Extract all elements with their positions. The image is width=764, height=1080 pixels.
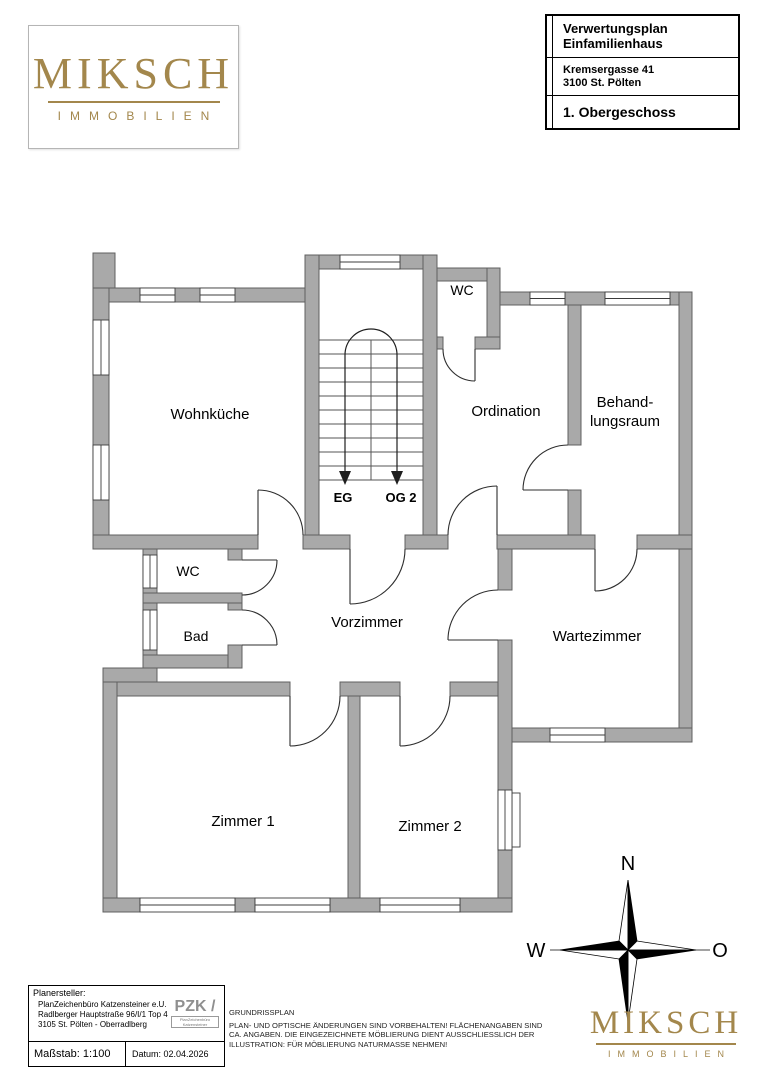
address-line1: Kremsergasse 41 (563, 64, 655, 76)
room-labels: Wohnküche WC Ordination Behand- lungsrau… (171, 282, 661, 835)
planersteller-company: PlanZeichenbüro Katzensteiner e.U. (38, 1000, 167, 1009)
pzk-logo-caption: PlanZeichenbüro Katzensteiner (171, 1016, 219, 1028)
datum-value: Datum: 02.04.2026 (125, 1042, 224, 1066)
brand-divider (47, 100, 220, 103)
disclaimer-line1: PLAN- UND OPTISCHE ÄNDERUNGEN SIND VORBE… (229, 1020, 543, 1030)
plan-type-line1: Verwertungsplan (563, 21, 668, 36)
compass-east-label: O (712, 940, 728, 962)
address-line2: 3100 St. Pölten (563, 77, 642, 89)
disclaimer-line2: CA. ANGABEN. DIE EINGEZEICHNETE MÖBLIERU… (229, 1030, 535, 1040)
windows (92, 254, 671, 913)
room-label-behandlungsraum-2: lungsraum (590, 413, 660, 430)
brand-subtitle: IMMOBILIEN (607, 1049, 731, 1059)
planersteller-address1: Radlberger Hauptstraße 96/I/1 Top 4 (38, 1010, 168, 1019)
room-label-vorzimmer: Vorzimmer (331, 614, 403, 631)
room-label-zimmer2: Zimmer 2 (398, 818, 461, 835)
title-block-inner-line (552, 16, 553, 128)
room-label-behandlungsraum-1: Behand- (597, 394, 654, 411)
doors (241, 348, 638, 747)
stairs: EG OG 2 (319, 328, 423, 505)
brand-subtitle: IMMOBILIEN (57, 108, 219, 123)
room-label-wohnkueche: Wohnküche (171, 406, 250, 423)
stair-arrow-up-icon (391, 471, 403, 485)
disclaimer-line3: ILLUSTRATION: FÜR MÖBLIERUNG NATURMASSE … (229, 1039, 448, 1049)
brand-logo-bottom: MIKSCH IMMOBILIEN (588, 1006, 744, 1059)
stair-label-og2: OG 2 (385, 490, 416, 505)
brand-logo-box: MIKSCH IMMOBILIEN (28, 25, 239, 149)
walls (92, 252, 693, 913)
compass-west-label: W (527, 940, 546, 962)
room-label-ordination: Ordination (471, 403, 540, 420)
room-label-zimmer1: Zimmer 1 (211, 813, 274, 830)
disclaimer: GRUNDRISSPLAN PLAN- UND OPTISCHE ÄNDERUN… (229, 1008, 569, 1049)
room-label-wc-mid: WC (176, 563, 199, 579)
planersteller-label: Planersteller: (33, 988, 86, 998)
floor-plan: EG OG 2 Wohnküche WC Ordination Behand- … (92, 252, 693, 913)
stair-arrow-down-icon (339, 471, 351, 485)
disclaimer-title: GRUNDRISSPLAN (229, 1008, 295, 1017)
plan-address: Kremsergasse 41 3100 St. Pölten (547, 58, 738, 96)
planersteller-address2: 3105 St. Pölten - Oberradlberg (38, 1020, 147, 1029)
compass-star-icon (559, 879, 697, 1023)
planersteller-block: Planersteller: PlanZeichenbüro Katzenste… (28, 985, 225, 1067)
title-block: Verwertungsplan Einfamilienhaus Kremserg… (545, 14, 740, 130)
stair-label-eg: EG (334, 490, 353, 505)
room-label-wc-top: WC (450, 282, 473, 298)
planersteller-info: Planersteller: PlanZeichenbüro Katzenste… (29, 986, 224, 1042)
plan-type: Verwertungsplan Einfamilienhaus (547, 16, 738, 58)
room-label-bad: Bad (184, 628, 209, 644)
floor-title: 1. Obergeschoss (563, 104, 676, 120)
room-label-wartezimmer: Wartezimmer (553, 628, 642, 645)
massstab-value: Maßstab: 1:100 (34, 1048, 111, 1060)
brand-name: MIKSCH (32, 48, 235, 98)
compass-north-label: N (621, 853, 635, 875)
brand-divider (596, 1043, 736, 1045)
scale-row: Maßstab: 1:100 Datum: 02.04.2026 (29, 1042, 224, 1066)
pzk-logo: PZK / PlanZeichenbüro Katzensteiner (171, 999, 219, 1028)
compass-rose: N W O (527, 853, 728, 1023)
pzk-logo-text: PZK / (174, 998, 216, 1015)
brand-name: MIKSCH (589, 1005, 743, 1041)
plan-type-line2: Einfamilienhaus (563, 36, 663, 51)
